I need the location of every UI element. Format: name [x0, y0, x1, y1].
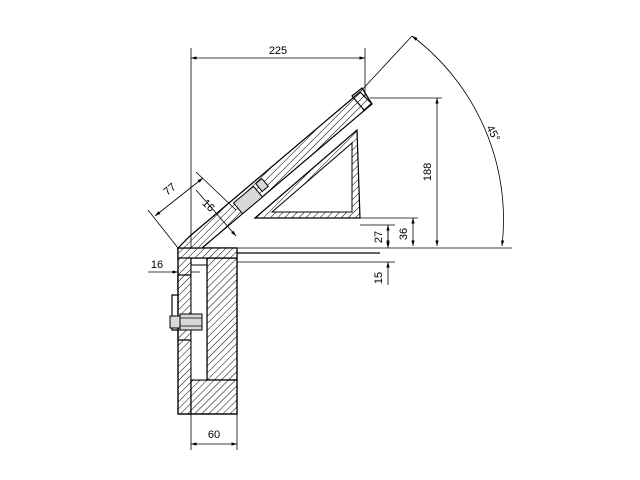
bolt: [169, 313, 203, 331]
dim-60-label: 60: [208, 429, 220, 441]
dim-36-label: 36: [398, 228, 410, 240]
dim-15: 15: [373, 230, 390, 285]
dim-16-left: 16: [148, 259, 200, 274]
dim-16-left-label: 16: [151, 259, 163, 271]
dim-225-label: 225: [269, 45, 287, 57]
dim-188-label: 188: [422, 163, 434, 181]
dim-angle-label: 45°: [483, 123, 501, 143]
dim-angle: 45°: [359, 35, 505, 247]
clamp-body: [171, 247, 238, 415]
dim-77-label: 77: [162, 181, 179, 198]
dim-60: 60: [190, 414, 238, 450]
top-plate: [177, 247, 380, 259]
dim-188: 188: [370, 97, 442, 246]
dim-27: 27: [360, 224, 395, 246]
diagonal-arm: [176, 87, 373, 249]
dim-27-label: 27: [373, 231, 385, 243]
dim-36: 36: [355, 217, 418, 246]
dim-15-label: 15: [373, 272, 385, 284]
dim-16-slant-label: 16: [200, 197, 217, 214]
